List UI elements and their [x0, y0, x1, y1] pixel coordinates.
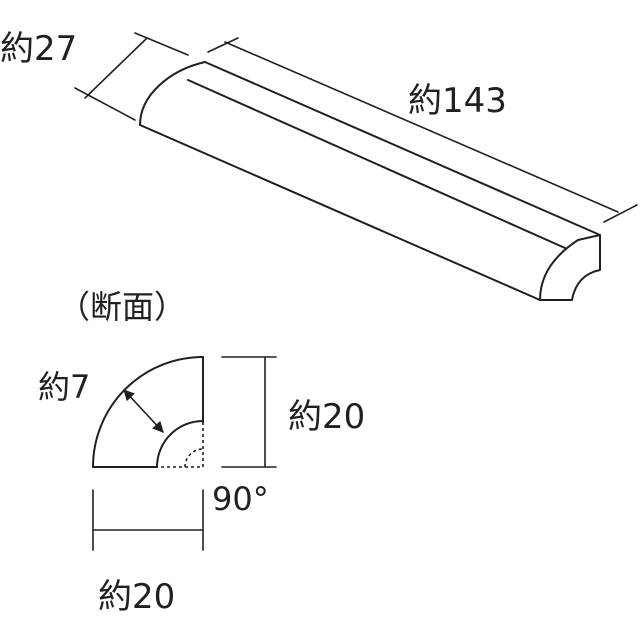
cross-section: [92, 356, 204, 468]
height-dimension: [221, 356, 277, 468]
width-dimension: [74, 32, 189, 121]
thickness-label: 約7: [38, 368, 90, 406]
base-label: 約20: [98, 577, 175, 617]
section-title: （断面）: [58, 288, 186, 326]
shoulder-edge: [187, 79, 566, 249]
outer-arc: [92, 356, 204, 468]
inner-arc: [156, 420, 204, 468]
top-edge: [204, 61, 601, 236]
right-end-profile: [539, 234, 601, 301]
thickness-arrow: [123, 389, 164, 433]
base-dimension: [92, 489, 204, 551]
trim-3d-view: [139, 61, 601, 301]
left-end-profile: [139, 61, 206, 126]
bottom-edge: [139, 124, 541, 301]
height-label: 約20: [288, 397, 365, 437]
length-label: 約143: [408, 81, 507, 121]
length-dimension: [207, 37, 638, 223]
width-label: 約27: [0, 29, 77, 69]
angle-label: 90°: [212, 480, 269, 518]
